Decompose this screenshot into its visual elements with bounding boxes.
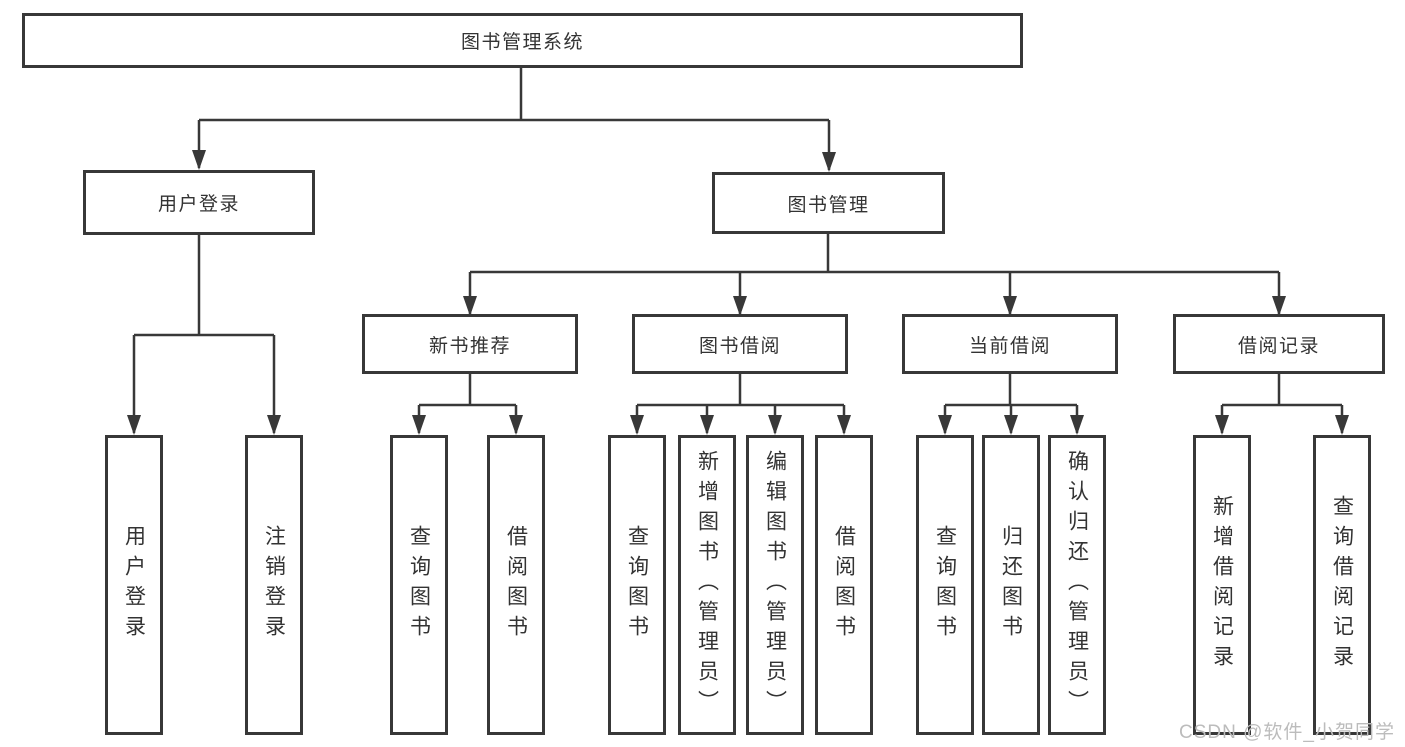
leaf-user-login: 用户登录 xyxy=(105,435,163,735)
node-borrow-records: 借阅记录 xyxy=(1173,314,1385,374)
node-current-borrow: 当前借阅 xyxy=(902,314,1118,374)
leaf-confirm-return-admin-label: 确认归还（管理员） xyxy=(1065,450,1089,720)
leaf-borrow-books-2-label: 借阅图书 xyxy=(832,525,856,645)
node-book-borrow-label: 图书借阅 xyxy=(698,335,781,357)
leaf-borrow-books-1: 借阅图书 xyxy=(487,435,545,735)
node-new-book-recommend: 新书推荐 xyxy=(362,314,578,374)
leaf-logout: 注销登录 xyxy=(245,435,303,735)
node-root-label: 图书管理系统 xyxy=(460,32,584,53)
leaf-confirm-return-admin: 确认归还（管理员） xyxy=(1048,435,1106,735)
leaf-edit-book-admin-label: 编辑图书（管理员） xyxy=(763,450,787,720)
leaf-add-book-admin: 新增图书（管理员） xyxy=(678,435,736,735)
leaf-query-books-2-label: 查询图书 xyxy=(625,525,649,645)
leaf-user-login-label: 用户登录 xyxy=(122,525,146,645)
node-user-login-label: 用户登录 xyxy=(157,194,240,215)
node-book-borrow: 图书借阅 xyxy=(632,314,848,374)
leaf-return-book-label: 归还图书 xyxy=(999,525,1023,645)
leaf-query-borrow-record: 查询借阅记录 xyxy=(1313,435,1371,735)
node-new-book-recommend-label: 新书推荐 xyxy=(428,335,511,357)
leaf-logout-label: 注销登录 xyxy=(262,525,286,645)
leaf-query-books-3-label: 查询图书 xyxy=(933,525,957,645)
node-book-management: 图书管理 xyxy=(712,172,945,234)
node-user-login: 用户登录 xyxy=(83,170,315,235)
leaf-query-books-1-label: 查询图书 xyxy=(407,525,431,645)
node-root: 图书管理系统 xyxy=(22,13,1023,68)
node-current-borrow-label: 当前借阅 xyxy=(968,335,1051,357)
node-borrow-records-label: 借阅记录 xyxy=(1237,335,1320,357)
leaf-borrow-books-1-label: 借阅图书 xyxy=(504,525,528,645)
csdn-watermark: CSDN @软件_小贺同学 xyxy=(1179,722,1395,743)
leaf-add-borrow-record-label: 新增借阅记录 xyxy=(1210,495,1234,675)
arrowheads xyxy=(127,150,1349,435)
leaf-query-books-2: 查询图书 xyxy=(608,435,666,735)
connector-lines xyxy=(132,68,1344,433)
leaf-query-books-3: 查询图书 xyxy=(916,435,974,735)
leaf-return-book: 归还图书 xyxy=(982,435,1040,735)
leaf-query-books-1: 查询图书 xyxy=(390,435,448,735)
node-book-management-label: 图书管理 xyxy=(787,194,870,216)
leaf-add-book-admin-label: 新增图书（管理员） xyxy=(695,450,719,720)
leaf-query-borrow-record-label: 查询借阅记录 xyxy=(1330,495,1354,675)
leaf-add-borrow-record: 新增借阅记录 xyxy=(1193,435,1251,735)
leaf-edit-book-admin: 编辑图书（管理员） xyxy=(746,435,804,735)
leaf-borrow-books-2: 借阅图书 xyxy=(815,435,873,735)
